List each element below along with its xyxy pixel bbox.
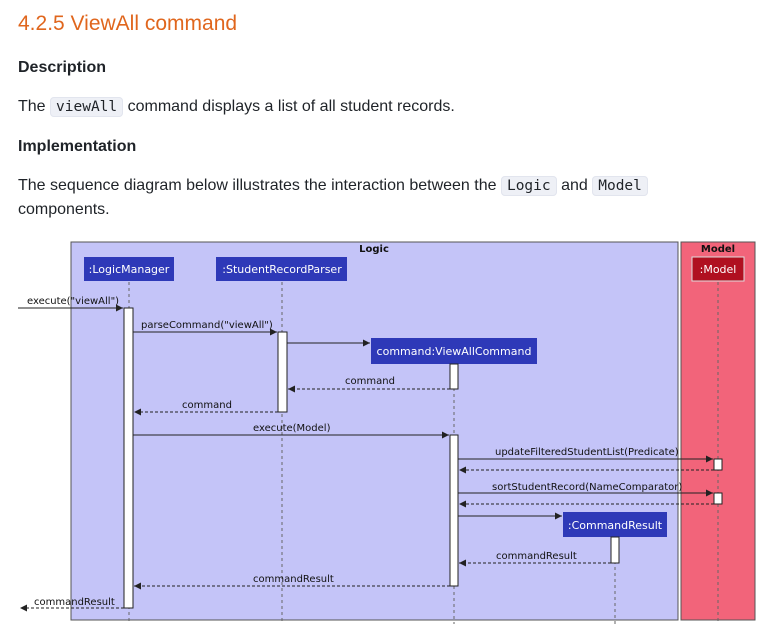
activation-model-2 — [713, 492, 723, 505]
message-1-label: execute("viewAll") — [27, 296, 119, 307]
model-group-box — [680, 241, 756, 621]
participant-parser — [216, 257, 347, 281]
message-5-label: execute(Model) — [253, 423, 331, 434]
logic-group-box — [70, 241, 679, 621]
activation-parser — [277, 331, 288, 413]
message-9-label: commandResult — [253, 574, 334, 585]
activation-logic-manager — [123, 307, 134, 609]
description-pre: The — [18, 98, 46, 115]
activation-command-result — [610, 536, 620, 564]
section-title: 4.2.5 ViewAll command — [18, 12, 238, 35]
implementation-heading: Implementation — [18, 138, 137, 155]
participant-logic-manager-label: :LogicManager — [89, 263, 170, 276]
participant-model-label: :Model — [700, 263, 737, 276]
message-7-label: sortStudentRecord(NameComparator) — [492, 482, 682, 493]
participant-model — [691, 256, 745, 282]
implementation-pre: The sequence diagram below illustrates t… — [18, 177, 497, 194]
implementation-mid: and — [561, 177, 588, 194]
model-code: Model — [592, 176, 648, 196]
model-group-label: Model — [701, 244, 735, 255]
participant-view-all-command-label: command:ViewAllCommand — [377, 345, 532, 358]
description-post: command displays a list of all student r… — [127, 98, 455, 115]
message-6-label: updateFilteredStudentList(Predicate) — [495, 447, 679, 458]
implementation-post: components. — [18, 201, 110, 218]
description-heading: Description — [18, 59, 107, 76]
activation-view-all-command-2 — [449, 434, 459, 587]
message-4-label: command — [182, 400, 232, 411]
viewall-code: viewAll — [50, 97, 124, 117]
message-8-label: commandResult — [496, 551, 577, 562]
participant-logic-manager — [84, 257, 174, 281]
message-10-label: commandResult — [34, 597, 115, 608]
participant-view-all-command — [371, 338, 537, 364]
logic-code: Logic — [500, 176, 557, 196]
implementation-text: The sequence diagram below illustrates t… — [18, 174, 718, 222]
participant-command-result-label: :CommandResult — [568, 519, 663, 532]
participant-command-result — [563, 512, 667, 537]
logic-group-label: Logic — [359, 244, 389, 255]
message-3-label: command — [345, 376, 395, 387]
message-2-label: parseCommand("viewAll") — [141, 320, 273, 331]
sequence-diagram: Logic Model :LogicManager :StudentRecord… — [18, 241, 756, 624]
activation-model-1 — [713, 458, 723, 471]
description-text: The viewAll command displays a list of a… — [18, 95, 455, 119]
participant-parser-label: :StudentRecordParser — [222, 263, 342, 276]
activation-view-all-command-1 — [449, 363, 459, 390]
